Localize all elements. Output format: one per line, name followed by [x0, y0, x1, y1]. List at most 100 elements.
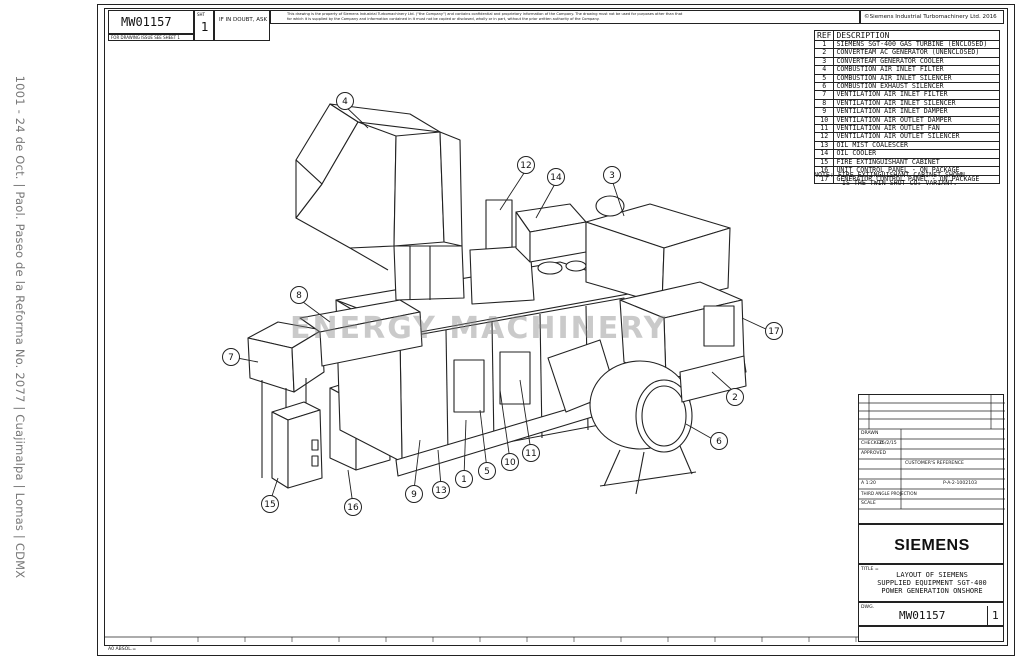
ref-number: 7 [813, 90, 835, 100]
ref-description: VENTILATION AIR OUTLET FAN [833, 124, 1000, 134]
callout-4: 4 [336, 92, 354, 110]
callout-9: 9 [405, 485, 423, 503]
dwg-label: DWG. [861, 605, 875, 610]
ref-number: 15 [813, 157, 835, 168]
callout-17: 17 [765, 322, 783, 340]
ref-description: VENTILATION AIR INLET SILENCER [833, 98, 1000, 109]
checked-label: CHECKED [861, 441, 884, 446]
ref-number: 5 [813, 73, 835, 84]
callout-6: 6 [710, 432, 728, 450]
project-number: P-A-2-1002103 [943, 481, 977, 486]
ref-description: SIEMENS SGT-400 GAS TURBINE (ENCLOSED) [833, 39, 1000, 50]
header-drawing-number: MW01157 [121, 15, 172, 29]
ref-description: UNIT CONTROL PANEL - ON PACKAGE [833, 166, 1000, 176]
revision-block: APPROVED CUSTOMER'S REFERENCE DRAWN CHEC… [858, 394, 1005, 524]
callout-5: 5 [478, 462, 496, 480]
ref-number: 11 [813, 124, 835, 134]
callout-15: 15 [261, 495, 279, 513]
callout-11: 11 [522, 444, 540, 462]
ref-number: 10 [813, 115, 835, 126]
ref-number: 1 [813, 39, 835, 50]
header-copyright: ©Siemens Industrial Turbomachinery Ltd. … [864, 14, 997, 20]
ref-number: 16 [813, 166, 835, 176]
title-label: TITLE = [861, 567, 879, 572]
revision-strip [858, 626, 1004, 642]
header-sub-box: FOR DRAWING ISSUE SEE SHEET 1 [108, 34, 194, 41]
drawing-title-line-3: POWER GENERATION ONSHORE [881, 587, 983, 595]
brand-box: SIEMENS [858, 524, 1004, 564]
dwg-sheet-value: 1 [992, 609, 999, 622]
approved-label: APPROVED [861, 451, 886, 456]
header-confidential-2: for which it is supplied by the Company … [287, 17, 600, 21]
table-note-line-2: IS THE TWIN SHOT CO₂ VARIANT. [842, 178, 958, 187]
dwg-number: MW01157 [899, 609, 946, 622]
header-confidential-1: This drawing is the property of Siemens … [287, 12, 683, 16]
ref-number: 6 [813, 82, 835, 92]
ref-number: 3 [813, 56, 835, 67]
ref-description: COMBUSTION AIR INLET FILTER [833, 65, 1000, 75]
revision-grid [859, 395, 1005, 510]
bottom-scale-rule [104, 636, 858, 642]
ref-description: VENTILATION AIR INLET DAMPER [833, 107, 1000, 117]
a0-label: A0 ABSOL.= [108, 647, 137, 652]
callout-13: 13 [432, 481, 450, 499]
vent-inlet-hood-side [291, 329, 325, 393]
header-sheet-label: SHT [197, 12, 205, 17]
watermark-text: ENERGY MACHINERY [290, 311, 667, 346]
vent-outlet-silencer [485, 199, 513, 257]
ref-description: CONVERTEAM GENERATOR COOLER [833, 56, 1000, 67]
date-value: 25/2/15 [879, 441, 897, 446]
scale-label: SCALE [861, 501, 876, 506]
header-sheet-box: SHT 1 [194, 10, 214, 41]
ref-number: 12 [813, 132, 835, 142]
callout-3: 3 [603, 166, 621, 184]
callout-16: 16 [344, 498, 362, 516]
callout-2: 2 [726, 388, 744, 406]
ref-description: COMBUSTION AIR INLET SILENCER [833, 73, 1000, 84]
ref-description: VENTILATION AIR OUTLET SILENCER [833, 132, 1000, 142]
drawing-frame [104, 8, 1008, 646]
ref-number: 14 [813, 149, 835, 159]
table-note-line-1: NOTE: FIRE EXTINGUISHANT CABINET SHOWN [814, 171, 965, 179]
header-confidential-box: This drawing is the property of Siemens … [270, 10, 860, 24]
header-doubt-box: IF IN DOUBT, ASK [214, 10, 270, 41]
callout-10: 10 [501, 453, 519, 471]
siemens-logo: SIEMENS [894, 537, 970, 554]
ref-description: COMBUSTION EXHAUST SILENCER [833, 82, 1000, 92]
table-note: NOTE: FIRE EXTINGUISHANT CABINET SHOWN I… [814, 171, 965, 187]
ref-description: VENTILATION AIR INLET FILTER [833, 90, 1000, 100]
header-copyright-box: ©Siemens Industrial Turbomachinery Ltd. … [860, 10, 1004, 24]
drawn-label: DRAWN [861, 431, 879, 436]
drawing-title-line-1: LAYOUT OF SIEMENS [896, 571, 968, 579]
inlet-silencer [393, 245, 465, 301]
fire-cabinet-front [287, 409, 323, 489]
customer-ref-label: CUSTOMER'S REFERENCE [905, 461, 964, 466]
ref-number: 9 [813, 107, 835, 117]
header-sub-label: FOR DRAWING ISSUE SEE SHEET 1 [111, 35, 180, 40]
callout-14: 14 [547, 168, 565, 186]
ref-number: 8 [813, 98, 835, 109]
ref-description: GENERATOR CONTROL PANEL - ON PACKAGE [833, 174, 1000, 184]
ref-description: CONVERTEAM AC GENERATOR (UNENCLOSED) [833, 48, 1000, 58]
callout-1: 1 [455, 470, 473, 488]
header-dwg-box: MW01157 [108, 10, 194, 34]
drawing-title-line-2: SUPPLIED EQUIPMENT SGT-400 [877, 579, 987, 587]
original-size-value: A 1:20 [861, 481, 876, 486]
header-doubt-note: IF IN DOUBT, ASK [219, 17, 268, 23]
